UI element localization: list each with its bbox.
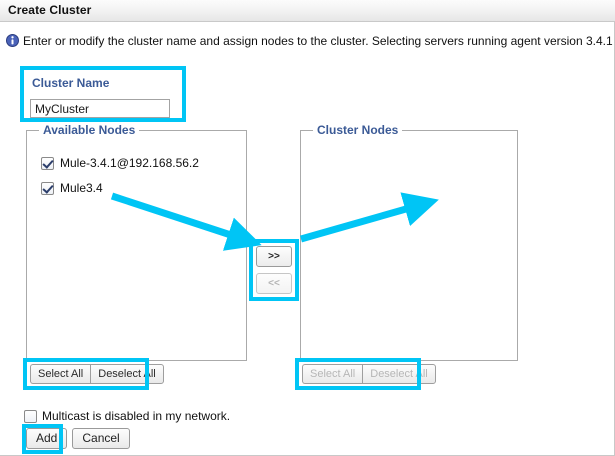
move-left-button[interactable]: << — [256, 273, 292, 294]
dialog-title: Create Cluster — [8, 3, 92, 17]
info-circle-icon — [6, 34, 19, 47]
list-item[interactable]: Mule-3.4.1@192.168.56.2 — [41, 156, 199, 170]
cluster-select-all-button[interactable]: Select All — [302, 364, 363, 384]
multicast-label: Multicast is disabled in my network. — [42, 409, 231, 423]
list-item[interactable]: Mule3.4 — [41, 181, 103, 195]
dialog-action-row: Add Cancel — [26, 428, 130, 449]
cluster-nodes-legend: Cluster Nodes — [313, 123, 403, 137]
node-label: Mule3.4 — [60, 181, 103, 195]
dialog-titlebar: Create Cluster — [0, 0, 615, 22]
cluster-deselect-all-button[interactable]: Deselect All — [362, 364, 436, 384]
info-strip: Enter or modify the cluster name and ass… — [0, 23, 615, 57]
available-select-all-button[interactable]: Select All — [30, 364, 91, 384]
cluster-name-input[interactable] — [30, 99, 170, 118]
cluster-name-label: Cluster Name — [32, 76, 110, 90]
transfer-buttons-group: >> << — [256, 246, 292, 294]
move-right-button[interactable]: >> — [256, 246, 292, 267]
cluster-select-all-group: Select All Deselect All — [302, 364, 436, 384]
node-checkbox[interactable] — [41, 156, 54, 170]
add-button[interactable]: Add — [26, 428, 68, 449]
available-nodes-panel: Available Nodes Mule-3.4.1@192.168.56.2 … — [26, 123, 247, 361]
available-nodes-legend: Available Nodes — [39, 123, 140, 137]
multicast-checkbox[interactable] — [24, 409, 37, 423]
cancel-button[interactable]: Cancel — [72, 428, 130, 449]
node-label: Mule-3.4.1@192.168.56.2 — [60, 156, 199, 170]
available-deselect-all-button[interactable]: Deselect All — [90, 364, 164, 384]
info-message: Enter or modify the cluster name and ass… — [23, 34, 613, 48]
multicast-row[interactable]: Multicast is disabled in my network. — [24, 409, 230, 423]
node-checkbox[interactable] — [41, 181, 54, 195]
available-select-all-group: Select All Deselect All — [30, 364, 164, 384]
cluster-nodes-panel: Cluster Nodes — [300, 123, 518, 361]
